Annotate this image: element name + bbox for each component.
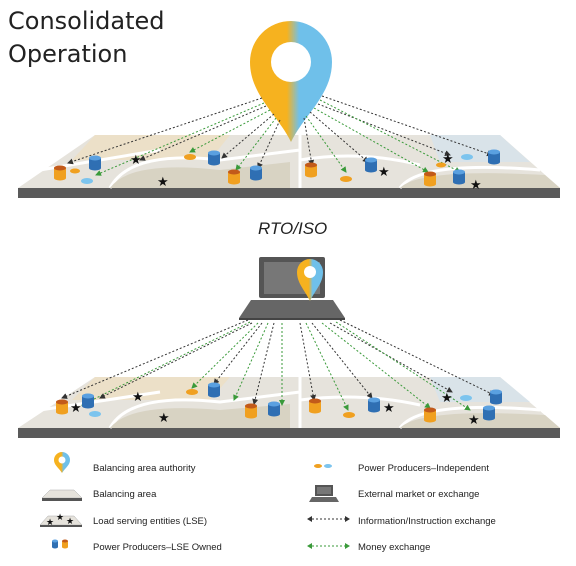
legend-label-pp-ind: Power Producers–Independent: [358, 463, 489, 474]
star-icon: ★: [470, 178, 482, 193]
laptop-icon: [239, 257, 345, 320]
legend-item-ext: External market or exchange: [309, 485, 479, 502]
svg-text:★: ★: [66, 517, 74, 527]
legend-item-baa: Balancing area authority: [54, 452, 196, 474]
legend-label-pp-lse: Power Producers–LSE Owned: [93, 542, 222, 553]
map-icon: [41, 489, 83, 501]
info-money-arrows-bottom: [61, 319, 495, 411]
star-icon: ★: [157, 175, 169, 190]
laptop-icon: [309, 485, 339, 502]
location-pin-icon: [297, 259, 323, 301]
star-icon: ★: [441, 391, 453, 406]
ellipse-icon: [81, 178, 93, 184]
legend-label-lse: Load serving entities (LSE): [93, 516, 207, 527]
balancing-area-map-bottom: [18, 377, 560, 438]
info-money-arrows-top: [67, 95, 493, 176]
lse-stars-bottom: ★ ★ ★ ★ ★ ★: [70, 390, 480, 428]
cylinder-icon: [245, 403, 257, 419]
location-pin-icon: [250, 21, 332, 142]
cylinder-icon: [309, 398, 321, 414]
star-icon: ★: [442, 152, 454, 167]
cylinder-icon: [52, 539, 68, 549]
ellipse-icon: [460, 395, 472, 401]
legend-item-ba: Balancing area: [41, 489, 157, 501]
cylinder-icon: [365, 157, 377, 173]
cylinder-icon: [208, 150, 220, 166]
cylinder-icon: [82, 393, 94, 409]
ellipse-icon: [340, 176, 352, 182]
ellipse-icon: [184, 154, 196, 160]
subtitle: RTO/ISO: [258, 219, 327, 238]
ellipse-icon: [314, 464, 332, 468]
cylinder-icon: [89, 155, 101, 171]
ellipse-icon: [343, 412, 355, 418]
cylinder-icon: [250, 165, 262, 181]
cylinder-icon: [54, 165, 66, 181]
cylinder-icon: [488, 149, 500, 165]
info-arrow-icon: [307, 516, 350, 522]
legend: Balancing area authority Balancing area …: [39, 452, 496, 553]
cylinder-icon: [424, 407, 436, 423]
legend-label-info: Information/Instruction exchange: [358, 516, 496, 527]
star-icon: ★: [132, 390, 144, 405]
cylinder-icon: [424, 171, 436, 187]
title-line-2: Operation: [8, 40, 127, 68]
star-icon: ★ ★ ★: [39, 513, 83, 528]
legend-label-money: Money exchange: [358, 542, 430, 553]
star-icon: ★: [158, 411, 170, 426]
cylinder-icon: [483, 405, 495, 421]
legend-item-lse: ★ ★ ★ Load serving entities (LSE): [39, 513, 207, 528]
cylinder-icon: [228, 169, 240, 185]
lse-stars-top: ★ ★ ★ ★ ★: [130, 152, 482, 193]
legend-item-pp-ind: Power Producers–Independent: [314, 463, 489, 474]
cylinder-icon: [208, 382, 220, 398]
location-pin-icon: [54, 452, 70, 473]
star-icon: ★: [383, 401, 395, 416]
cylinder-icon: [268, 401, 280, 417]
star-icon: ★: [468, 413, 480, 428]
svg-text:★: ★: [46, 518, 54, 528]
power-producers-bottom: [56, 382, 502, 423]
legend-label-ext: External market or exchange: [358, 489, 479, 500]
cylinder-icon: [490, 389, 502, 405]
legend-item-pp-lse: Power Producers–LSE Owned: [52, 539, 222, 553]
star-icon: ★: [378, 165, 390, 180]
title-line-1: Consolidated: [8, 7, 165, 35]
ellipse-icon: [436, 162, 446, 168]
power-producers-top: [54, 149, 500, 187]
legend-label-baa: Balancing area authority: [93, 463, 196, 474]
ellipse-icon: [70, 168, 80, 174]
money-arrow-icon: [307, 543, 350, 549]
cylinder-icon: [56, 399, 68, 415]
legend-item-info: Information/Instruction exchange: [307, 516, 496, 527]
balancing-area-map-top: [18, 135, 560, 198]
cylinder-icon: [305, 162, 317, 178]
ellipse-icon: [89, 411, 101, 417]
star-icon: ★: [70, 401, 82, 416]
cylinder-icon: [453, 169, 465, 185]
star-icon: ★: [130, 153, 142, 168]
legend-label-ba: Balancing area: [93, 489, 157, 500]
ellipse-icon: [186, 389, 198, 395]
cylinder-icon: [368, 397, 380, 413]
ellipse-icon: [461, 154, 473, 160]
svg-text:★: ★: [56, 513, 64, 523]
legend-item-money: Money exchange: [307, 542, 430, 553]
